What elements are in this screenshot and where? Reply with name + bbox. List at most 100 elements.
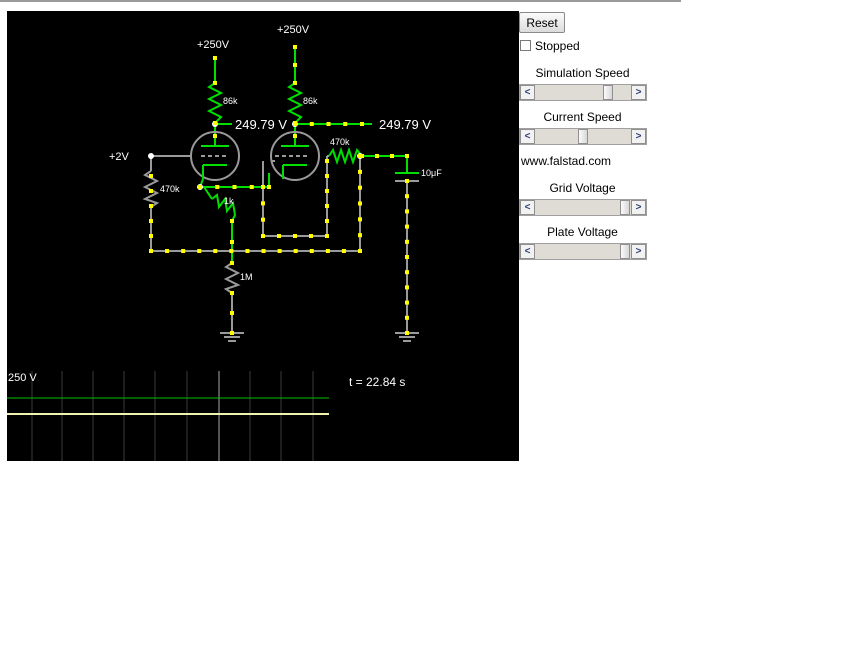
- gray-resistors: [142, 170, 241, 294]
- current-dot: [341, 249, 346, 253]
- supply-left-label: +250V: [197, 39, 230, 51]
- current-dot: [232, 185, 237, 189]
- current-dot: [293, 81, 297, 85]
- grid-res-label: 470k: [160, 184, 180, 194]
- circuit-diagram[interactable]: +250V +250V 86k 86k +2V 470k 1k 1M 470k …: [7, 11, 519, 461]
- current-speed-slider[interactable]: < >: [519, 128, 647, 145]
- current-dot: [197, 249, 202, 253]
- current-dot: [325, 234, 329, 238]
- current-dot: [405, 300, 409, 305]
- circuit-canvas[interactable]: +250V +250V 86k 86k +2V 470k 1k 1M 470k …: [7, 11, 519, 461]
- scroll-right-icon[interactable]: >: [631, 129, 646, 144]
- scroll-right-icon[interactable]: >: [631, 200, 646, 215]
- vacuum-tube-left: [190, 131, 240, 188]
- voltage-left: 249.79 V: [235, 117, 287, 132]
- current-dot: [245, 249, 250, 253]
- current-dot: [277, 249, 282, 253]
- simulation-speed-label: Simulation Speed: [535, 66, 630, 80]
- current-dot: [343, 122, 348, 126]
- current-dot: [293, 249, 298, 253]
- current-dot: [249, 185, 254, 189]
- current-dot: [149, 189, 153, 193]
- current-dot: [405, 209, 409, 214]
- current-dot: [325, 204, 329, 208]
- current-dot: [405, 194, 409, 199]
- plate-res-right-label: 86k: [303, 96, 318, 106]
- scroll-left-icon[interactable]: <: [520, 85, 535, 100]
- current-dot: [325, 219, 329, 223]
- stopped-label: Stopped: [535, 39, 580, 53]
- current-dot: [405, 270, 409, 275]
- current-dot: [358, 154, 362, 158]
- current-dot: [229, 249, 234, 253]
- scroll-left-icon[interactable]: <: [520, 200, 535, 215]
- site-link[interactable]: www.falstad.com: [521, 154, 612, 168]
- current-dot: [261, 201, 265, 206]
- current-dot: [358, 233, 362, 238]
- current-dot: [358, 201, 362, 206]
- current-dot: [261, 234, 265, 238]
- current-dot: [261, 217, 265, 222]
- low-voltage-wires: [150, 155, 408, 333]
- current-dot: [230, 331, 234, 335]
- slider-thumb[interactable]: [578, 129, 588, 144]
- voltage-readouts: 249.79 V 249.79 V: [235, 117, 431, 132]
- current-dot: [309, 249, 314, 253]
- vacuum-tube-right: [270, 131, 320, 181]
- current-dot: [360, 122, 364, 126]
- current-dot: [358, 249, 362, 253]
- current-dot: [325, 159, 329, 163]
- current-dot: [149, 174, 153, 178]
- current-dot: [309, 234, 313, 238]
- slider-thumb[interactable]: [602, 85, 613, 100]
- ground-symbols: [220, 332, 419, 342]
- current-dot: [293, 134, 297, 138]
- stopped-checkbox[interactable]: [520, 40, 531, 51]
- current-dot: [165, 249, 170, 253]
- current-dot: [293, 45, 297, 49]
- current-dot: [325, 174, 329, 178]
- current-dot: [149, 234, 153, 238]
- slider-thumb[interactable]: [620, 244, 631, 259]
- simulation-speed-slider[interactable]: < >: [519, 84, 647, 101]
- current-dot: [375, 154, 379, 158]
- current-dot: [358, 169, 362, 174]
- current-dots: [149, 45, 409, 335]
- current-dot: [230, 219, 234, 223]
- resistor-shapes: [206, 82, 304, 222]
- current-dot: [405, 179, 409, 183]
- grid-voltage-label: Grid Voltage: [549, 181, 616, 195]
- current-dot: [230, 261, 234, 265]
- slider-thumb[interactable]: [620, 200, 631, 215]
- current-dot: [277, 234, 281, 238]
- current-dot: [358, 185, 362, 190]
- current-dot: [326, 122, 331, 126]
- reset-button[interactable]: Reset: [519, 12, 565, 33]
- scroll-right-icon[interactable]: >: [631, 85, 646, 100]
- top-divider: [0, 0, 681, 2]
- capacitor-label: 10μF: [421, 168, 442, 178]
- current-dot: [149, 219, 153, 223]
- grid-source-label: +2V: [109, 151, 130, 163]
- current-dot: [390, 154, 394, 158]
- current-dot: [293, 234, 297, 238]
- scroll-right-icon[interactable]: >: [631, 244, 646, 259]
- plate-voltage-slider[interactable]: < >: [519, 243, 647, 260]
- current-dot: [213, 249, 218, 253]
- scroll-left-icon[interactable]: <: [520, 129, 535, 144]
- current-dot: [293, 63, 297, 67]
- current-dot: [149, 249, 153, 253]
- scroll-left-icon[interactable]: <: [520, 244, 535, 259]
- component-labels: +250V +250V 86k 86k +2V 470k 1k 1M 470k …: [109, 24, 442, 282]
- current-dot: [198, 185, 202, 189]
- current-dot: [405, 224, 409, 229]
- scope-time-label: t = 22.84 s: [349, 375, 405, 389]
- scope-grid: [31, 371, 314, 461]
- grid-voltage-slider[interactable]: < >: [519, 199, 647, 216]
- scope-panel[interactable]: 250 V t = 22.84 s: [7, 371, 405, 461]
- current-dot: [261, 185, 265, 189]
- voltage-right: 249.79 V: [379, 117, 431, 132]
- bottom-res-label: 1M: [240, 272, 253, 282]
- current-dot: [405, 315, 409, 320]
- coupling-resistor: [328, 146, 363, 166]
